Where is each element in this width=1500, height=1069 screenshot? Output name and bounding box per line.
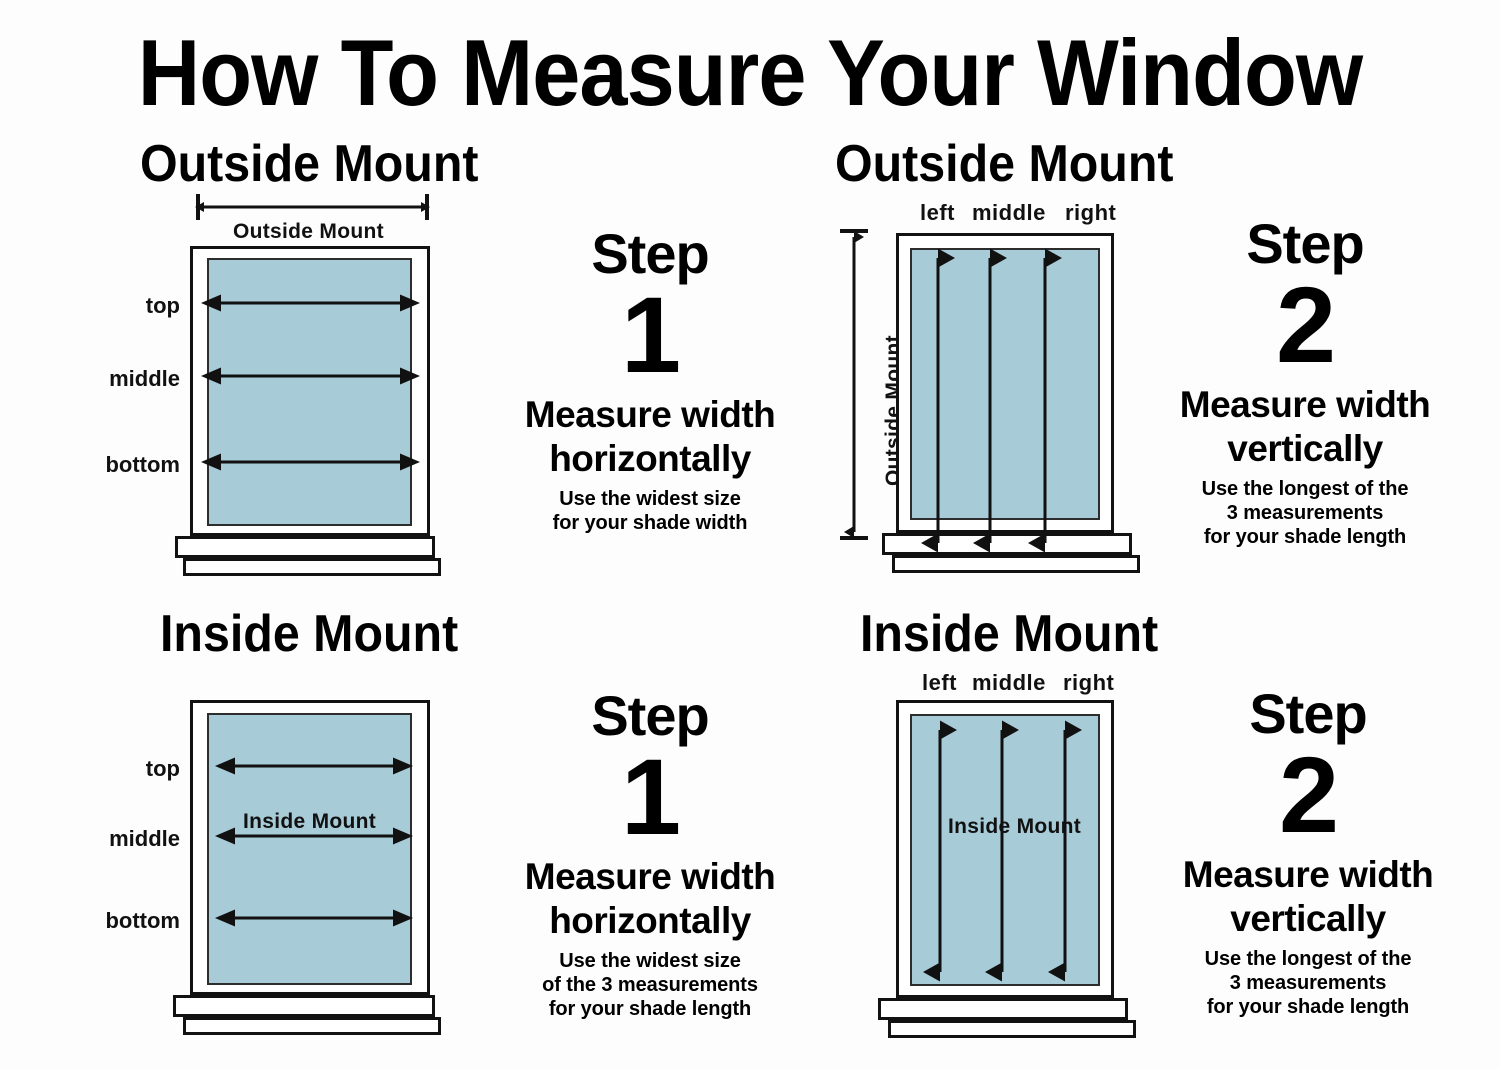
step-number: 2 xyxy=(1278,734,1339,855)
side-label-bottom: bottom xyxy=(105,452,180,477)
step-note-line-1: Use the longest of the xyxy=(1201,477,1409,500)
step-instruction-line-1: Measure width xyxy=(524,856,776,898)
step-instruction-line-2: vertically xyxy=(1227,427,1383,469)
window-sill-upper xyxy=(882,533,1132,555)
step-instruction-line-1: Measure width xyxy=(524,394,776,436)
window-sill-upper xyxy=(175,536,435,558)
side-label-top: top xyxy=(145,756,180,781)
panel-inside-mount-width: Inside Mount xyxy=(105,608,835,1069)
step-instructions: Step 2 Measure width vertically Use the … xyxy=(1155,216,1455,550)
step-instruction-line-2: vertically xyxy=(1230,897,1386,939)
panel-heading: Outside Mount xyxy=(835,135,1174,193)
step-word: Step xyxy=(1249,682,1367,745)
step-instructions: Step 2 Measure width vertically Use the … xyxy=(1158,686,1458,1020)
step-note-line-2: for your shade width xyxy=(552,511,748,534)
step-note-line-3: for your shade length xyxy=(548,998,752,1021)
step-note-line-1: Use the widest size xyxy=(559,949,741,972)
dimension-label: Inside Mount xyxy=(243,810,377,833)
step-note-line-3: for your shade length xyxy=(1203,526,1407,549)
top-label-middle: middle xyxy=(972,200,1046,225)
step-note-line-1: Use the widest size xyxy=(559,487,741,510)
step-note-line-2: 3 measurements xyxy=(1229,971,1387,994)
dimension-label: Outside Mount xyxy=(233,220,384,243)
step-note-line-2: of the 3 measurements xyxy=(542,973,758,996)
step-word: Step xyxy=(1246,212,1364,275)
window-sill-upper xyxy=(173,995,435,1017)
window-glass xyxy=(207,258,412,526)
step-word: Step xyxy=(591,684,709,747)
step-instruction-line-1: Measure width xyxy=(1179,384,1431,426)
step-number: 1 xyxy=(620,736,681,857)
top-label-right: right xyxy=(1063,670,1115,695)
panel-outside-mount-width: Outside Mount Outside Mount xyxy=(105,138,835,608)
window-sill-lower xyxy=(183,558,441,576)
step-number: 2 xyxy=(1275,264,1336,385)
top-label-right: right xyxy=(1065,200,1117,225)
window-glass xyxy=(910,248,1100,520)
window-sill-lower xyxy=(892,555,1140,573)
window-illustration xyxy=(105,138,835,608)
side-label-top: top xyxy=(145,293,180,318)
panel-heading: Outside Mount xyxy=(140,135,479,193)
panel-outside-mount-length: Outside Mount left middle right Outside … xyxy=(810,138,1500,608)
step-instruction-line-1: Measure width xyxy=(1182,854,1434,896)
step-instruction-line-2: horizontally xyxy=(549,437,751,479)
step-number: 1 xyxy=(620,274,681,395)
top-label-middle: middle xyxy=(972,670,1046,695)
step-note-line-2: 3 measurements xyxy=(1226,501,1384,524)
step-instructions: Step 1 Measure width horizontally Use th… xyxy=(500,226,800,535)
step-note-line-1: Use the longest of the xyxy=(1204,947,1412,970)
page-title: How To Measure Your Window xyxy=(137,20,1363,125)
top-label-left: left xyxy=(920,200,955,225)
panel-heading: Inside Mount xyxy=(860,605,1159,663)
step-note-line-3: for your shade length xyxy=(1206,996,1410,1019)
dimension-label: Inside Mount xyxy=(948,815,1082,838)
top-label-left: left xyxy=(922,670,957,695)
step-instruction-line-2: horizontally xyxy=(549,899,751,941)
step-word: Step xyxy=(591,222,709,285)
window-sill-lower xyxy=(888,1020,1136,1038)
window-glass xyxy=(910,714,1100,986)
side-label-middle: middle xyxy=(109,366,180,391)
panel-heading: Inside Mount xyxy=(160,605,459,663)
step-instructions: Step 1 Measure width horizontally Use th… xyxy=(500,688,800,1022)
window-sill-lower xyxy=(183,1017,441,1035)
side-label-bottom: bottom xyxy=(105,908,180,933)
side-label-middle: middle xyxy=(109,826,180,851)
window-glass xyxy=(207,713,412,985)
window-sill-upper xyxy=(878,998,1128,1020)
panel-inside-mount-length: Inside Mount left middle right xyxy=(810,608,1500,1069)
